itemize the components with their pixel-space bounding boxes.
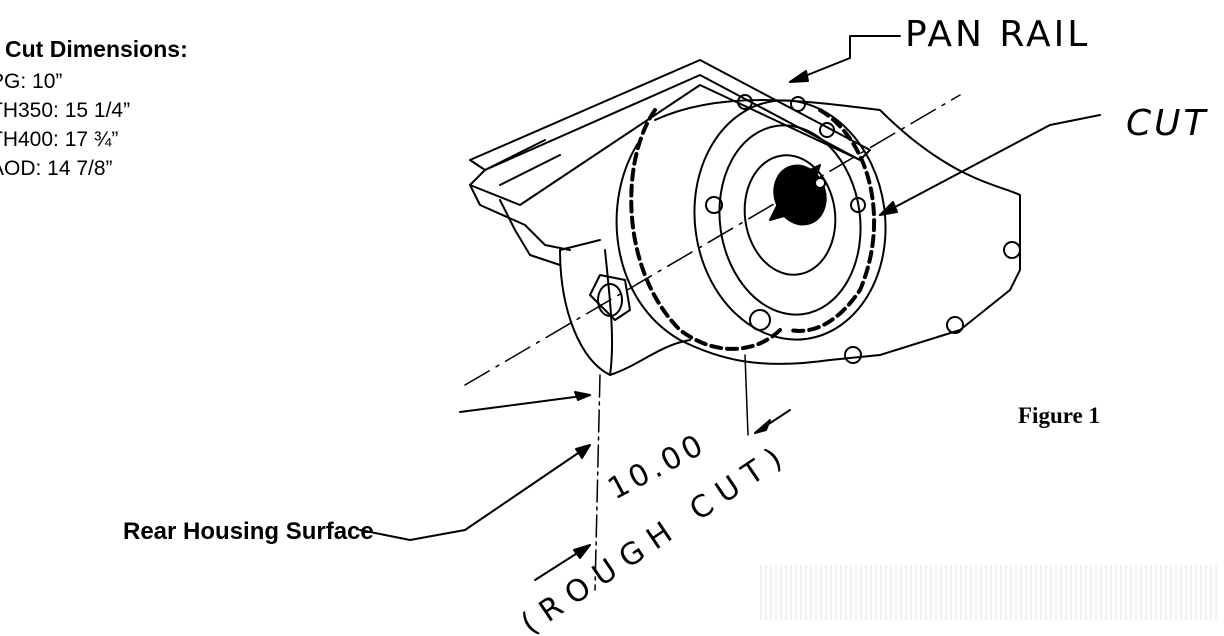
pan-rail-leader (789, 35, 901, 83)
dimension-aod: AOD: 14 7/8” (0, 157, 113, 180)
cut-leader (879, 114, 1101, 216)
dimension-th400: TH400: 17 ¾” (0, 128, 119, 151)
cut-label: CUT (1126, 103, 1209, 144)
extension-line-left (594, 374, 601, 591)
cut-line (629, 108, 782, 351)
cut-dimensions-title: Cut Dimensions: (5, 36, 188, 62)
centerline (464, 94, 961, 386)
bolt-circle (693, 99, 887, 341)
rear-housing-leader (359, 444, 591, 541)
dimension-arrow-lower (459, 394, 591, 413)
input-shaft (769, 164, 827, 226)
dimension-pg: PG: 10” (0, 70, 63, 93)
side-boss (589, 274, 631, 321)
extension-line-right (744, 354, 749, 436)
pan-rail-label: PAN RAIL (905, 14, 1091, 55)
scan-noise-band (760, 565, 1220, 620)
cut-line-face (788, 108, 877, 333)
rear-housing-label: Rear Housing Surface (123, 518, 374, 545)
bolt-bosses (705, 94, 1021, 364)
housing-body (559, 99, 1021, 376)
figure-caption: Figure 1 (1018, 403, 1100, 428)
dimension-th350: TH350: 15 1/4” (0, 99, 131, 122)
